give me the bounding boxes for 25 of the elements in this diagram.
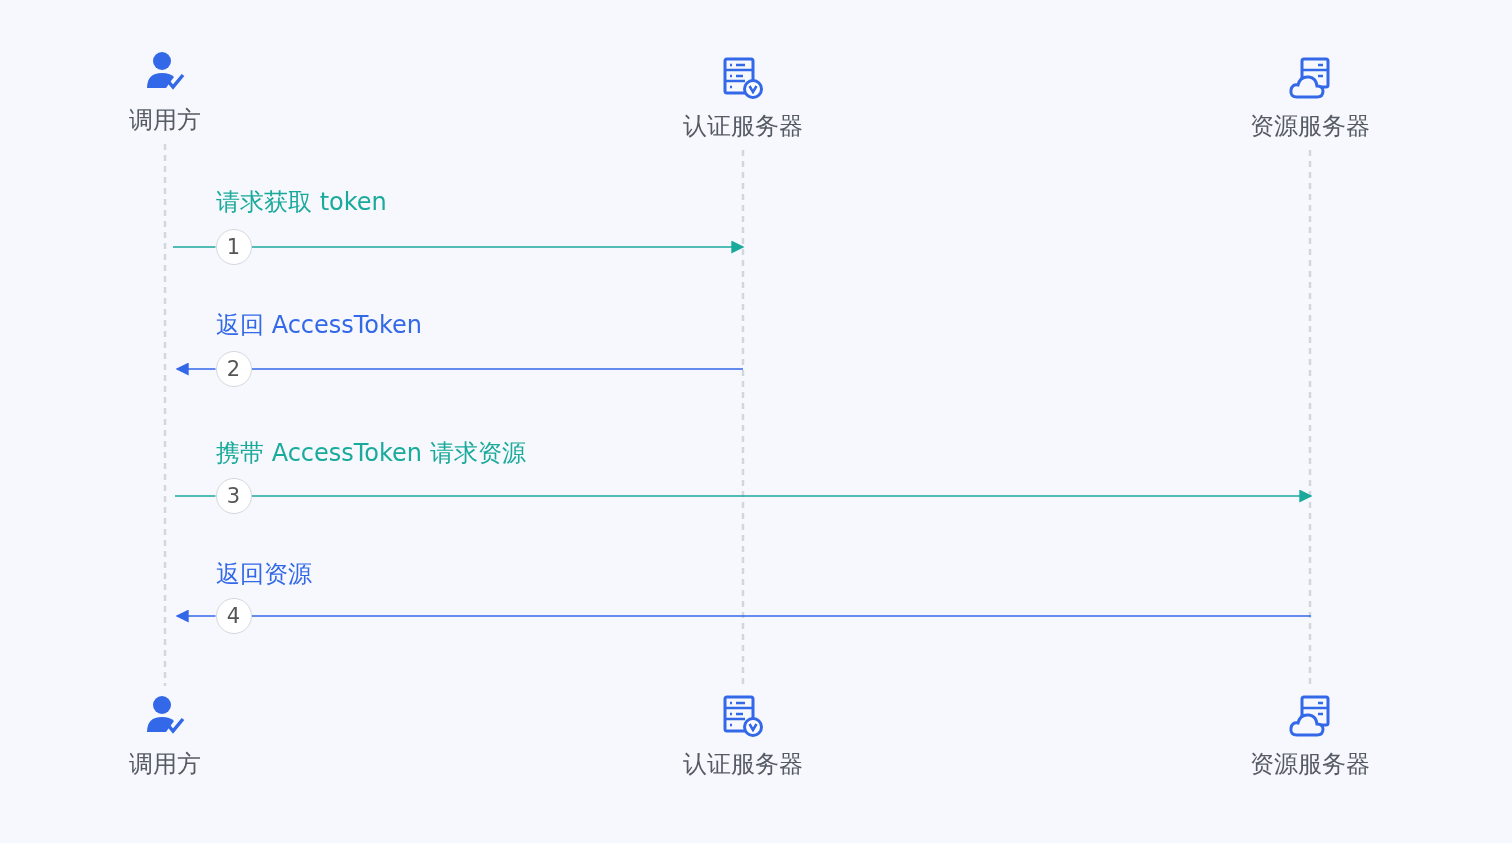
arrow [175,362,217,376]
lifeline [163,144,167,686]
participant-name: 认证服务器 [683,111,803,142]
arrow [175,609,217,623]
arrow [250,240,745,254]
message-line [250,615,1312,617]
message-line [250,368,744,370]
step-number: 3 [215,477,252,514]
lifeline [741,150,745,686]
step-number: 4 [215,597,252,634]
arrow [250,489,1313,503]
participant-name: 资源服务器 [1250,111,1370,142]
message-label: 携带 AccessToken 请求资源 [216,438,526,469]
participant-name: 调用方 [129,749,201,780]
step-number: 2 [215,350,252,387]
participant-name: 调用方 [129,105,201,136]
message-label: 返回资源 [216,559,312,590]
participant-name: 认证服务器 [683,749,803,780]
message-label: 返回 AccessToken [216,310,423,341]
lifeline [1308,150,1312,686]
step-number: 1 [215,228,252,265]
message-label: 请求获取 token [216,187,387,218]
message-line [172,246,217,248]
participant-name: 资源服务器 [1250,749,1370,780]
message-line [174,495,217,497]
